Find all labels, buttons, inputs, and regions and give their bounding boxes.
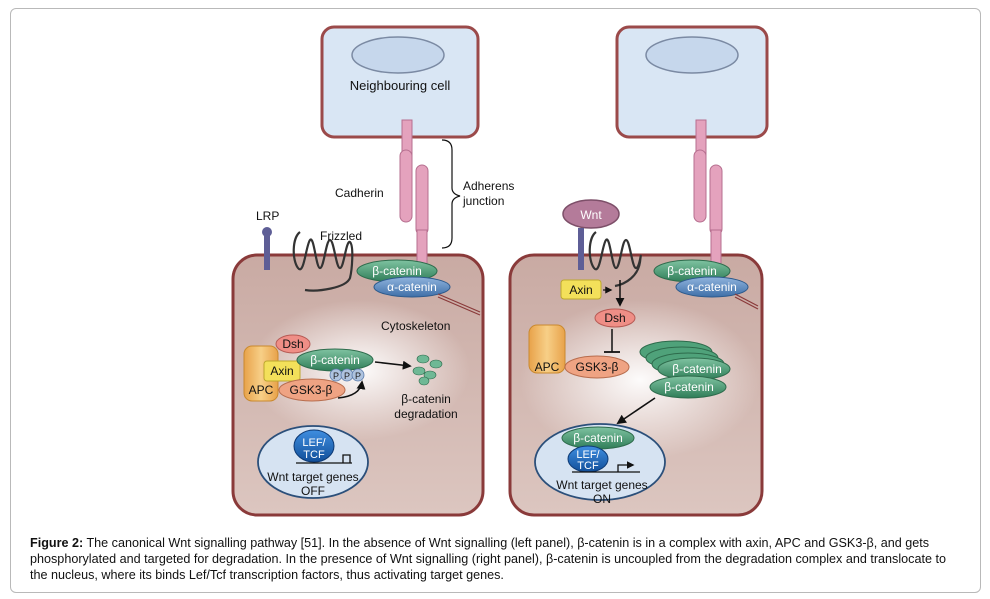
left-lrp [262, 227, 272, 270]
beta-catenin-label: β-catenin [310, 353, 360, 367]
beta-catenin-stack: β-catenin β-catenin [616, 340, 731, 425]
lef-label: LEF/ [576, 449, 600, 461]
apc-label: APC [249, 383, 274, 397]
left-destruction-complex: APC Dsh Axin β-catenin GSK3-β P P P [243, 334, 412, 402]
degradation-label-1: β-catenin [401, 392, 451, 406]
alpha-catenin-label: α-catenin [687, 280, 737, 294]
left-neighbouring-cell: Neighbouring cell [320, 25, 480, 139]
figure-frame [10, 8, 981, 593]
beta-catenin-label: β-catenin [667, 264, 717, 278]
lrp-label: LRP [256, 209, 279, 223]
gsk3b-label: GSK3-β [290, 383, 333, 397]
left-junction-catenins: β-catenin α-catenin [356, 259, 481, 316]
target-genes-label: Wnt target genes [267, 470, 358, 484]
left-cadherin [399, 119, 429, 269]
dsh-label: Dsh [282, 337, 303, 351]
neighbouring-cell-label: Neighbouring cell [350, 78, 451, 93]
phospho-label: P [333, 371, 339, 381]
right-nucleus: β-catenin LEF/ TCF Wnt target genes ON [534, 423, 666, 506]
left-nucleus: LEF/ TCF Wnt target genes OFF [257, 425, 369, 499]
gsk3b-label: GSK3-β [576, 360, 619, 374]
target-genes-label: Wnt target genes [556, 478, 647, 492]
wnt-label: Wnt [580, 208, 602, 222]
right-signalling-complex: Axin Dsh APC GSK3-β [528, 279, 636, 379]
caption-text: The canonical Wnt signalling pathway [51… [30, 536, 946, 582]
tcf-label: TCF [577, 460, 599, 472]
caption-prefix: Figure 2: [30, 536, 84, 550]
left-frizzled [292, 231, 354, 292]
dsh-label: Dsh [604, 311, 625, 325]
off-label: OFF [301, 484, 325, 498]
phospho-label: P [355, 371, 361, 381]
right-lrp [578, 228, 584, 270]
beta-catenin-label: β-catenin [573, 431, 623, 445]
apc-label: APC [535, 360, 560, 374]
adherens-label-1: Adherens [463, 179, 514, 193]
tcf-label: TCF [303, 449, 325, 461]
axin-label: Axin [270, 364, 293, 378]
beta-catenin-label: β-catenin [664, 380, 714, 394]
figure-caption: Figure 2: The canonical Wnt signalling p… [30, 535, 965, 583]
degradation-label-2: degradation [394, 407, 457, 421]
beta-catenin-label: β-catenin [672, 362, 722, 376]
right-junction-catenins: β-catenin α-catenin [653, 259, 759, 310]
beta-catenin-label: β-catenin [372, 264, 422, 278]
right-frizzled [588, 231, 642, 288]
wnt-ligand: Wnt [562, 199, 620, 229]
lef-label: LEF/ [302, 437, 326, 449]
cytoskeleton-label: Cytoskeleton [381, 319, 450, 333]
axin-label: Axin [569, 283, 592, 297]
frizzled-label: Frizzled [320, 229, 362, 243]
on-label: ON [593, 492, 611, 506]
adherens-bracket [441, 139, 461, 249]
cadherin-label: Cadherin [335, 186, 384, 200]
right-neighbouring-cell [615, 25, 769, 139]
alpha-catenin-label: α-catenin [387, 280, 437, 294]
phospho-label: P [344, 371, 350, 381]
right-cadherin [693, 119, 723, 269]
degradation-fragments [412, 354, 443, 386]
adherens-label-2: junction [462, 194, 504, 208]
